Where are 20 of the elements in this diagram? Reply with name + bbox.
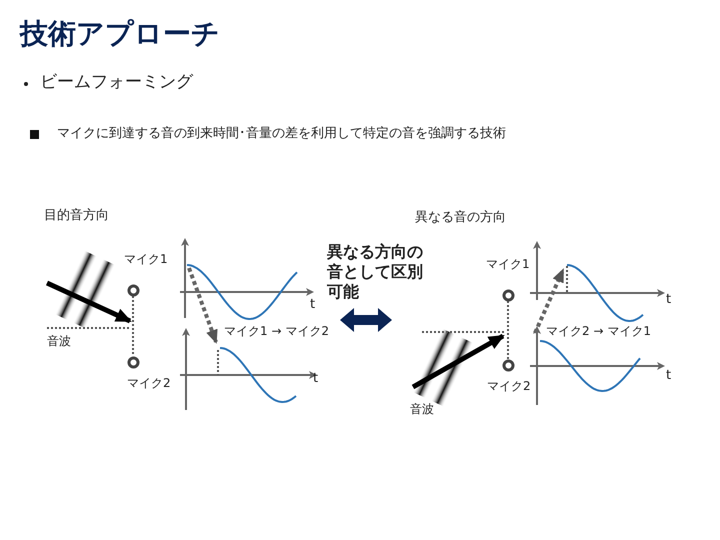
delay-label: マイク1 → マイク2 — [224, 324, 329, 339]
axis-label: t — [666, 368, 672, 384]
wave-label: 音波 — [410, 402, 434, 417]
axis-label: t — [310, 297, 316, 314]
mic-label: マイク2 — [127, 376, 171, 390]
mic-label: マイク1 — [486, 256, 530, 270]
delay-label: マイク2 → マイク1 — [546, 324, 651, 339]
dotted-line — [507, 301, 509, 359]
axis-label: t — [313, 371, 318, 388]
emphasis-text: 異なる方向の音として区別可能 — [327, 242, 424, 302]
mic-label: マイク1 — [124, 252, 168, 266]
mic-label: マイク2 — [487, 378, 531, 392]
bullet-text: マイクに到達する音の到来時間･音量の差を利用して特定の音を強調する技術 — [57, 126, 506, 142]
bullet-text: ビームフォーミング — [40, 72, 193, 94]
diagram-heading: 異なる音の方向 — [415, 210, 506, 226]
axis-label: t — [666, 292, 672, 308]
slide-title: 技術アプローチ — [20, 16, 220, 51]
dotted-line — [132, 296, 134, 356]
wave-label: 音波 — [47, 334, 71, 349]
diagram-heading: 目的音方向 — [44, 208, 109, 224]
